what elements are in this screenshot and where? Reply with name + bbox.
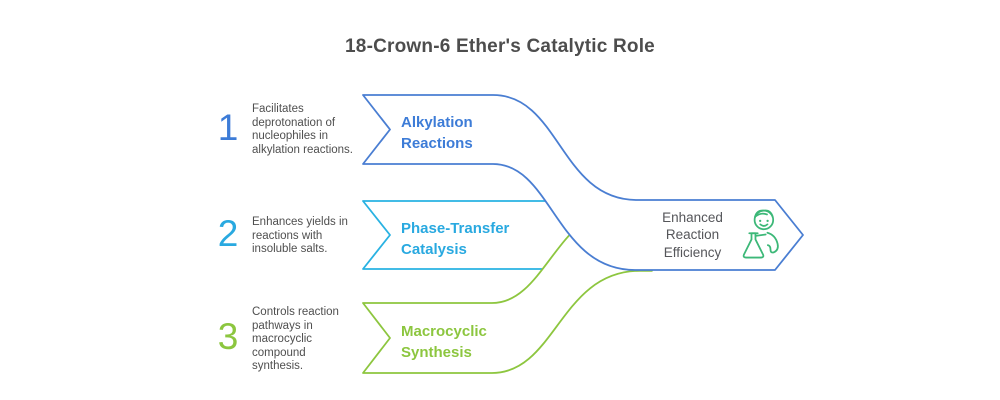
step-3-ribbon-label: Macrocyclic Synthesis [401,323,487,361]
step-2-description: Enhances yields in reactions with insolu… [252,216,348,256]
step-3-number: 3 [217,316,239,357]
step-1-description: Facilitates deprotonation of nucleophile… [252,103,353,156]
step-3-description: Controls reaction pathways in macrocycli… [252,306,339,373]
alkylation-ribbon-and-arrow-shape [362,94,804,271]
outcome-arrow-content: Enhanced Reaction Efficiency [650,203,786,267]
scientist-flask-icon [742,209,779,259]
step-2-ribbon-label: Phase-Transfer Catalysis [401,220,510,258]
outcome-arrow-label: Enhanced Reaction Efficiency [662,209,723,260]
diagram-title: 18-Crown-6 Ether's Catalytic Role [345,36,655,57]
step-2-number: 2 [217,213,239,254]
step-1-number: 1 [217,107,239,148]
step-1-ribbon-label: Alkylation Reactions [401,114,473,152]
